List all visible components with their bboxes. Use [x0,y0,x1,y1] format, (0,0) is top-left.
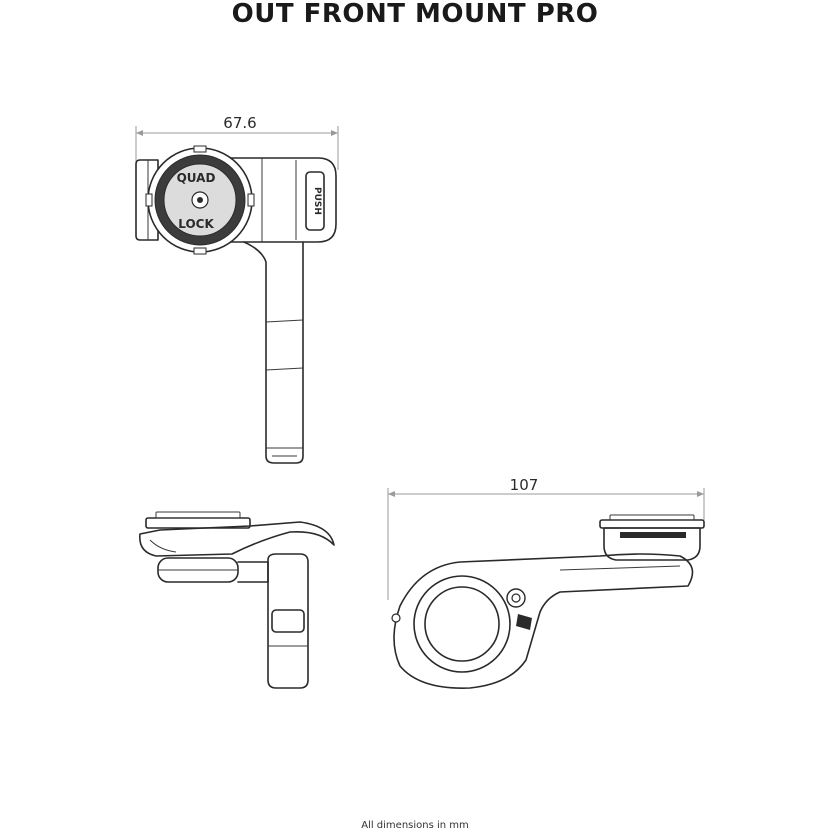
footnote: All dimensions in mm [361,820,469,831]
quad-lock-logo-line1: QUAD [177,171,216,185]
top-view: QUAD LOCK PUSH [135,145,337,464]
front-view [139,511,335,689]
dimension-width-label: 67.6 [223,114,256,132]
page-title: OUT FRONT MOUNT PRO [231,0,599,29]
dimension-length: 107 [387,476,705,600]
side-view [391,514,705,689]
dimension-length-label: 107 [510,476,539,494]
dimension-width: 67.6 [135,114,339,170]
quad-lock-logo-line2: LOCK [178,217,214,231]
push-label: PUSH [312,187,322,215]
